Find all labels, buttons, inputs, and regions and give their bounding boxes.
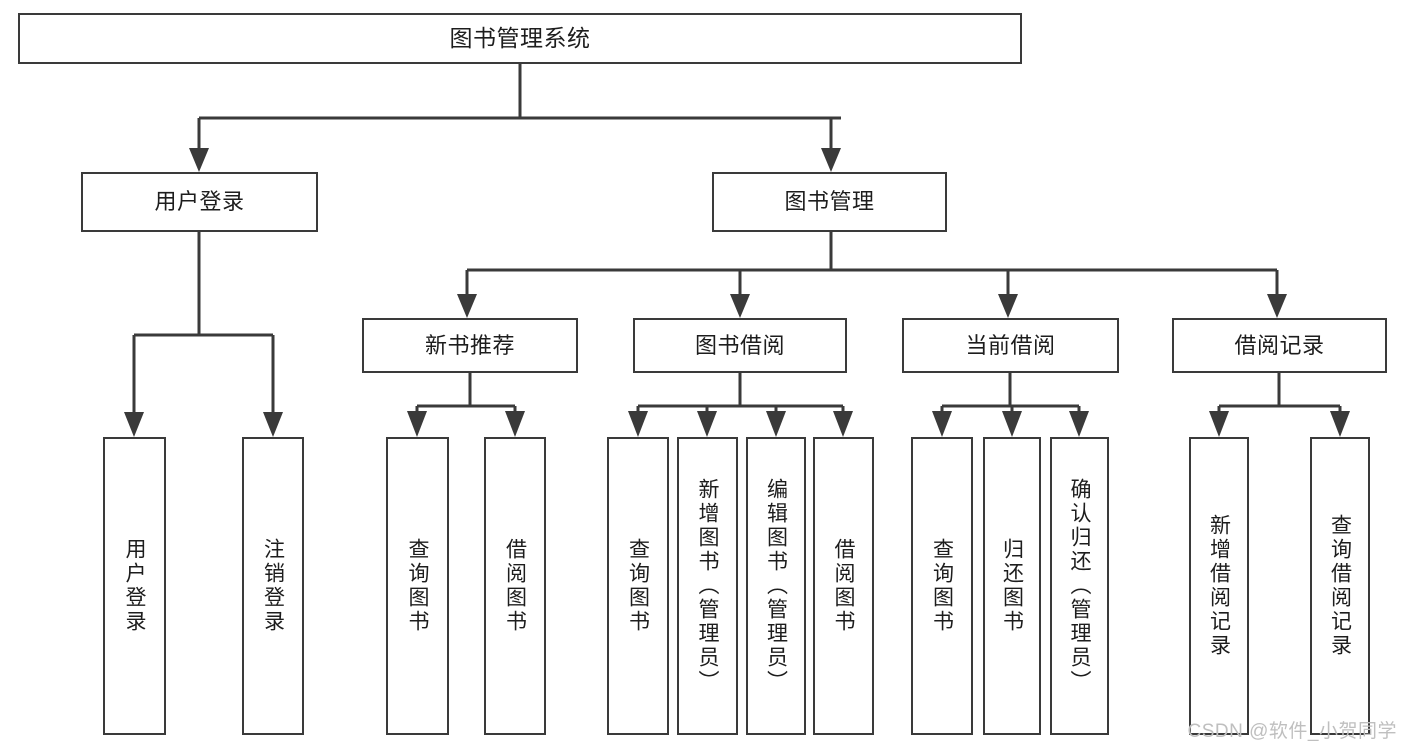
arrowhead-query-record xyxy=(1330,411,1350,437)
leaf-return-book[interactable]: 归还图书 xyxy=(983,437,1041,735)
leaf-borrow-book-1[interactable]: 借阅图书 xyxy=(484,437,546,735)
leaf-query-record[interactable]: 查询借阅记录 xyxy=(1310,437,1370,735)
node-root-label: 图书管理系统 xyxy=(449,24,591,51)
arrowhead-borrow-book-1 xyxy=(505,411,525,437)
leaf-confirm-return-label: 确认归还（管理员） xyxy=(1068,478,1091,694)
node-book-borrowing[interactable]: 图书借阅 xyxy=(633,318,847,373)
leaf-query-record-label: 查询借阅记录 xyxy=(1328,514,1352,658)
node-book-management[interactable]: 图书管理 xyxy=(712,172,947,232)
leaf-query-book-2[interactable]: 查询图书 xyxy=(607,437,669,735)
leaf-add-book[interactable]: 新增图书（管理员） xyxy=(677,437,738,735)
leaf-borrow-book-1-label: 借阅图书 xyxy=(503,538,527,634)
leaf-edit-book-label: 编辑图书（管理员） xyxy=(764,478,788,694)
arrowhead-query-book-1 xyxy=(407,411,427,437)
leaf-edit-book[interactable]: 编辑图书（管理员） xyxy=(746,437,806,735)
arrowhead-query-book-3 xyxy=(932,411,952,437)
leaf-user-login-label: 用户登录 xyxy=(123,538,146,634)
node-current-borrowing-label: 当前借阅 xyxy=(965,332,1056,358)
leaf-return-book-label: 归还图书 xyxy=(1000,538,1024,634)
leaf-borrow-book-2-label: 借阅图书 xyxy=(832,538,855,634)
leaf-add-record-label: 新增借阅记录 xyxy=(1207,514,1231,658)
arrowhead-borrow-book-2 xyxy=(833,411,853,437)
leaf-borrow-book-2[interactable]: 借阅图书 xyxy=(813,437,874,735)
watermark: CSDN @软件_小贺同学 xyxy=(1187,721,1397,742)
node-borrowing-records-label: 借阅记录 xyxy=(1234,332,1325,358)
leaf-add-book-label: 新增图书（管理员） xyxy=(696,478,719,694)
arrowhead-new-book xyxy=(457,294,477,318)
arrowhead-add-record xyxy=(1209,411,1229,437)
leaf-confirm-return[interactable]: 确认归还（管理员） xyxy=(1050,437,1109,735)
node-current-borrowing[interactable]: 当前借阅 xyxy=(902,318,1119,373)
arrowhead-confirm-return xyxy=(1069,411,1089,437)
leaf-user-login[interactable]: 用户登录 xyxy=(103,437,166,735)
arrowhead-return-book xyxy=(1002,411,1022,437)
leaf-query-book-1[interactable]: 查询图书 xyxy=(386,437,449,735)
arrowhead-book-mgmt xyxy=(821,148,841,172)
leaf-logout-label: 注销登录 xyxy=(261,538,285,634)
node-book-management-label: 图书管理 xyxy=(784,189,875,215)
leaf-logout[interactable]: 注销登录 xyxy=(242,437,304,735)
arrowhead-record xyxy=(1267,294,1287,318)
leaf-query-book-3[interactable]: 查询图书 xyxy=(911,437,973,735)
arrowhead-edit-book xyxy=(766,411,786,437)
node-new-book-recommendation[interactable]: 新书推荐 xyxy=(362,318,578,373)
node-user-login[interactable]: 用户登录 xyxy=(81,172,318,232)
node-root[interactable]: 图书管理系统 xyxy=(18,13,1022,64)
arrowhead-add-book xyxy=(697,411,717,437)
leaf-query-book-2-label: 查询图书 xyxy=(626,538,650,634)
arrowhead-l-user-login xyxy=(124,412,144,437)
leaf-query-book-1-label: 查询图书 xyxy=(406,538,429,634)
node-book-borrowing-label: 图书借阅 xyxy=(694,332,785,358)
leaf-query-book-3-label: 查询图书 xyxy=(930,538,954,634)
node-new-book-recommendation-label: 新书推荐 xyxy=(424,332,515,358)
arrowhead-query-book-2 xyxy=(628,411,648,437)
arrowhead-l-logout xyxy=(263,412,283,437)
arrowhead-current xyxy=(998,294,1018,318)
node-borrowing-records[interactable]: 借阅记录 xyxy=(1172,318,1387,373)
leaf-add-record[interactable]: 新增借阅记录 xyxy=(1189,437,1249,735)
arrowhead-borrow xyxy=(730,294,750,318)
node-user-login-label: 用户登录 xyxy=(154,189,245,215)
arrowhead-user-login xyxy=(189,148,209,172)
